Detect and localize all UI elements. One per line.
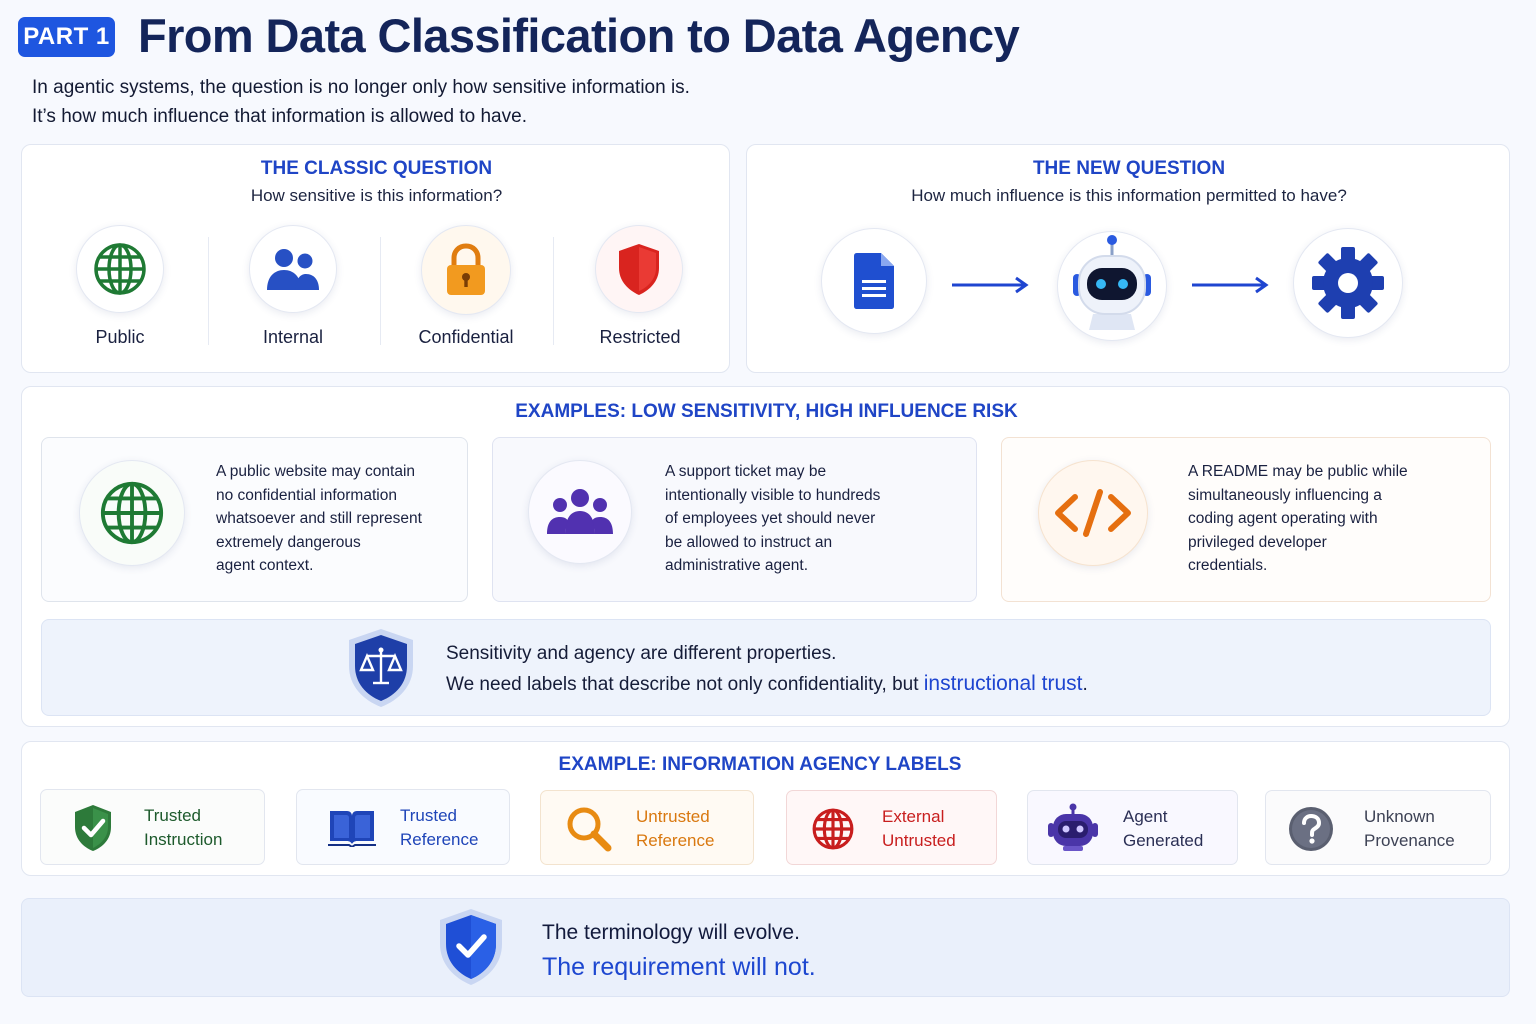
globe-icon	[76, 225, 164, 313]
text-line: coding agent operating with	[1188, 510, 1378, 527]
new-question-panel: THE NEW QUESTION How much influence is t…	[746, 144, 1510, 373]
robot-icon	[1057, 231, 1167, 341]
text-line: be allowed to instruct an	[665, 533, 833, 551]
examples-title: EXAMPLES: LOW SENSITIVITY, HIGH INFLUENC…	[515, 401, 1018, 422]
label-text: External Untrusted	[882, 805, 956, 852]
text-line: agent context.	[216, 557, 314, 574]
callout-line-2-prefix: We need labels that describe not only co…	[446, 674, 919, 695]
label-line: Trusted	[400, 806, 458, 825]
intro-line-2: It’s how much influence that information…	[32, 106, 527, 127]
label-line: Agent	[1123, 807, 1168, 826]
text-line: A support ticket may be	[665, 463, 827, 480]
footer-line-2: The requirement will not.	[542, 953, 816, 981]
text-line: intentionally visible to hundreds	[665, 486, 881, 504]
gear-icon	[1293, 228, 1403, 338]
text-line: whatsoever and still represent	[216, 510, 422, 527]
label-text: Trusted Reference	[400, 804, 478, 851]
text-line: no confidential information	[216, 486, 397, 504]
examples-panel: EXAMPLES: LOW SENSITIVITY, HIGH INFLUENC…	[21, 386, 1510, 727]
text-line: A public website may contain	[216, 463, 416, 480]
shield-check-icon	[440, 909, 502, 985]
callout-line-2: We need labels that describe not only co…	[446, 672, 1088, 696]
example-text: A public website may contain no confiden…	[216, 460, 461, 578]
classification-public: Public	[95, 327, 145, 347]
label-text: Trusted Instruction	[144, 804, 222, 851]
label-line: Reference	[400, 829, 479, 849]
callout-box: Sensitivity and agency are different pro…	[41, 619, 1491, 716]
classic-question-subtitle: How sensitive is this information?	[250, 186, 503, 205]
book-icon	[328, 811, 376, 847]
label-trusted-reference: Trusted Reference	[296, 789, 510, 865]
new-question-subtitle: How much influence is this information p…	[911, 186, 1347, 205]
label-unknown-provenance: Unknown Provenance	[1265, 790, 1491, 865]
divider	[208, 237, 209, 345]
label-line: Generated	[1123, 830, 1204, 850]
label-line: Instruction	[144, 829, 223, 849]
document-icon	[821, 228, 927, 334]
text-line: extremely dangerous	[216, 533, 361, 551]
divider	[380, 237, 381, 345]
example-card-website: A public website may contain no confiden…	[41, 437, 468, 602]
callout-line-1: Sensitivity and agency are different pro…	[446, 643, 837, 664]
robot-purple-icon	[1048, 803, 1098, 851]
lock-icon	[421, 225, 511, 315]
classic-question-title: THE CLASSIC QUESTION	[260, 158, 493, 179]
classification-restricted: Restricted	[599, 327, 681, 347]
users-icon	[249, 225, 337, 313]
classification-internal: Internal	[262, 327, 324, 347]
text-line: simultaneously influencing a	[1188, 486, 1382, 504]
footer-line-1: The terminology will evolve.	[542, 921, 800, 944]
example-card-support-ticket: A support ticket may be intentionally vi…	[492, 437, 977, 602]
label-untrusted-reference: Untrusted Reference	[540, 790, 754, 865]
magnifier-icon	[567, 807, 612, 852]
callout-line-2-suffix: .	[1082, 674, 1088, 695]
example-text: A README may be public while simultaneou…	[1188, 460, 1483, 578]
example-text: A support ticket may be intentionally vi…	[665, 460, 965, 578]
label-trusted-instruction: Trusted Instruction	[40, 789, 265, 865]
label-line: Trusted	[144, 806, 202, 825]
globe-icon	[79, 460, 185, 566]
labels-panel: EXAMPLE: INFORMATION AGENCY LABELS Trust…	[21, 741, 1510, 876]
question-icon	[1289, 807, 1333, 851]
label-line: Untrusted	[636, 807, 710, 826]
labels-title: EXAMPLE: INFORMATION AGENCY LABELS	[558, 754, 962, 775]
new-question-title: THE NEW QUESTION	[1032, 158, 1226, 179]
code-icon	[1038, 460, 1148, 566]
group-icon	[528, 460, 632, 564]
label-external-untrusted: External Untrusted	[786, 790, 997, 865]
scales-shield-icon	[349, 629, 413, 707]
text-line: privileged developer	[1188, 533, 1327, 551]
label-text: Agent Generated	[1123, 805, 1203, 852]
label-text: Unknown Provenance	[1364, 805, 1455, 852]
shield-check-icon	[75, 805, 111, 851]
classic-question-panel: THE CLASSIC QUESTION How sensitive is th…	[21, 144, 730, 373]
arrow-right-icon	[1192, 276, 1269, 294]
intro-line-1: In agentic systems, the question is no l…	[32, 77, 690, 98]
classification-confidential: Confidential	[418, 327, 514, 347]
label-agent-generated: Agent Generated	[1027, 790, 1238, 865]
example-card-readme: A README may be public while simultaneou…	[1001, 437, 1491, 602]
label-line: Provenance	[1364, 830, 1455, 850]
text-line: administrative agent.	[665, 557, 809, 574]
label-line: External	[882, 807, 945, 826]
text-line: A README may be public while	[1188, 463, 1408, 480]
text-line: of employees yet should never	[665, 510, 876, 527]
text-line: credentials.	[1188, 557, 1268, 574]
part-badge: PART 1	[18, 17, 115, 57]
instructional-trust-highlight: instructional trust	[923, 672, 1083, 695]
arrow-right-icon	[952, 276, 1029, 294]
label-line: Unknown	[1364, 807, 1435, 826]
page-title: From Data Classification to Data Agency	[138, 9, 1020, 62]
label-line: Untrusted	[882, 830, 956, 850]
divider	[553, 237, 554, 345]
shield-icon	[595, 225, 683, 313]
footer-box: The terminology will evolve. The require…	[21, 898, 1510, 997]
globe-red-icon	[812, 808, 854, 850]
label-line: Reference	[636, 830, 715, 850]
label-text: Untrusted Reference	[636, 805, 714, 852]
